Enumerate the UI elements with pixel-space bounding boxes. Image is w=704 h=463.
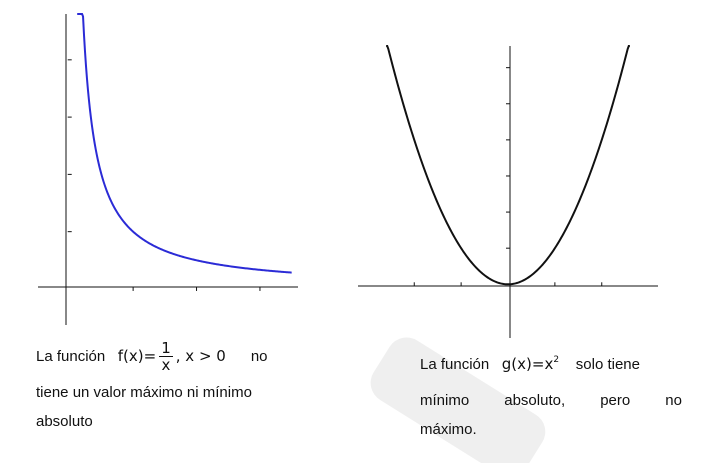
reciprocal-curve — [77, 13, 292, 274]
function-name: g — [501, 355, 512, 373]
equals-sign: = — [531, 355, 545, 373]
axis-ticks — [413, 67, 603, 287]
function-variable: x — [517, 355, 527, 373]
power-base: x — [544, 355, 554, 373]
caption-word: no — [665, 392, 682, 409]
equals-sign: = — [143, 347, 157, 365]
caption-text: La función — [36, 348, 106, 365]
axis-ticks — [67, 59, 261, 291]
watermark-shape — [370, 337, 546, 463]
right-caption: La función g(x)=x2 solo tiene mínimo abs… — [420, 342, 682, 441]
caption-line-3: absoluto — [36, 413, 93, 430]
reciprocal-function-plot — [38, 13, 298, 325]
domain-condition: , x > 0 — [175, 347, 226, 365]
square-function-plot — [358, 45, 658, 338]
caption-text: solo tiene — [575, 356, 640, 373]
caption-line-3: máximo. — [420, 421, 477, 438]
caption-word: mínimo — [420, 392, 470, 409]
function-variable: x — [128, 347, 138, 365]
caption-word: pero — [600, 392, 631, 409]
caption-text: no — [250, 348, 268, 365]
function-name: f — [117, 347, 124, 365]
fraction-denominator: x — [161, 356, 171, 374]
power-exponent: 2 — [553, 355, 560, 365]
parabola-curve — [386, 45, 630, 286]
caption-text: La función — [420, 356, 490, 373]
function-formula: g(x)=x2 — [501, 355, 560, 373]
caption-word: absoluto, — [504, 392, 566, 409]
fraction-numerator: 1 — [159, 339, 173, 357]
caption-line-1: La función g(x)=x2 solo tiene — [420, 342, 682, 383]
caption-line-2: tiene un valor máximo ni mínimo — [36, 384, 252, 401]
caption-line-2: mínimo absoluto, pero no — [420, 383, 682, 419]
